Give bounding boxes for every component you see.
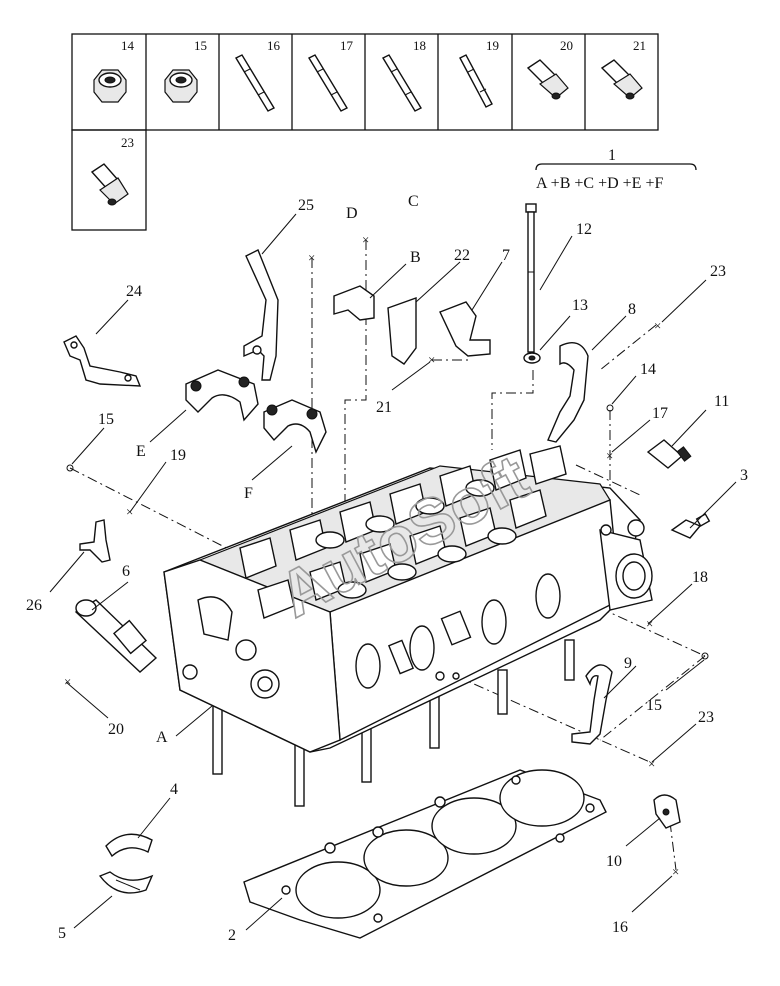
label-21: 21 — [376, 399, 392, 416]
label-19: 19 — [170, 447, 186, 464]
grid-label-21: 21 — [633, 38, 646, 53]
sensor-11 — [646, 439, 692, 469]
sensor-3 — [670, 513, 711, 539]
svg-text:×: × — [362, 232, 369, 247]
cylinder-head — [163, 445, 653, 807]
leader-lines — [49, 213, 737, 931]
label-14: 14 — [640, 361, 656, 378]
label-23b: 23 — [698, 709, 714, 726]
fastener-grid: 14 15 16 17 18 19 20 21 23 — [71, 33, 659, 231]
callout-labels: 12 25 D C B 22 7 24 13 8 23 14 15 17 11 … — [26, 193, 748, 944]
markers: × × × × × × × × × × — [64, 232, 709, 879]
svg-text:×: × — [606, 448, 613, 463]
label-4: 4 — [170, 781, 178, 798]
cam-cap-F — [263, 399, 327, 454]
grid-label-15: 15 — [194, 38, 207, 53]
grid-label-18: 18 — [413, 38, 426, 53]
oil-control-valve-6 — [74, 599, 158, 673]
label-F: F — [244, 485, 253, 502]
svg-text:×: × — [672, 864, 679, 879]
head-bolts — [212, 639, 575, 807]
stud-19-icon — [459, 54, 493, 108]
bearing-4 — [105, 833, 153, 858]
label-12: 12 — [576, 221, 592, 238]
label-13: 13 — [572, 297, 588, 314]
head-gasket — [243, 769, 607, 939]
label-B: B — [410, 249, 421, 266]
bracket-25 — [243, 249, 279, 381]
assembly-formula: 1 A +B +C +D +E +F — [535, 147, 697, 192]
nut-15-icon — [164, 69, 198, 103]
svg-text:×: × — [654, 318, 661, 333]
bracket-24 — [63, 335, 142, 387]
label-11: 11 — [714, 393, 729, 410]
label-24: 24 — [126, 283, 142, 300]
svg-text:×: × — [648, 756, 655, 771]
label-9: 9 — [624, 655, 632, 672]
grid-label-20: 20 — [560, 38, 573, 53]
bracket-9 — [571, 664, 613, 745]
part-B — [333, 285, 375, 321]
part-10 — [653, 794, 681, 829]
grid-label-19: 19 — [486, 38, 499, 53]
assembly-number: 1 — [608, 147, 616, 164]
screw-plug-23-icon — [90, 163, 129, 206]
stud-17-icon — [308, 54, 348, 112]
guide-lines — [69, 240, 706, 871]
label-18: 18 — [692, 569, 708, 586]
bearing-5 — [98, 871, 154, 894]
stud-16-icon — [235, 54, 275, 112]
svg-text:×: × — [64, 674, 71, 689]
label-5: 5 — [58, 925, 66, 942]
label-23a: 23 — [710, 263, 726, 280]
grid-label-17: 17 — [340, 38, 354, 53]
label-25: 25 — [298, 197, 314, 214]
label-20: 20 — [108, 721, 124, 738]
label-26: 26 — [26, 597, 42, 614]
grid-label-16: 16 — [267, 38, 281, 53]
label-A: A — [156, 729, 168, 746]
label-6: 6 — [122, 563, 130, 580]
label-22: 22 — [454, 247, 470, 264]
long-bolt-12 — [525, 203, 537, 353]
label-17: 17 — [652, 405, 668, 422]
assembly-formula-text: A +B +C +D +E +F — [536, 175, 663, 192]
label-8: 8 — [628, 301, 636, 318]
washer-13 — [523, 352, 541, 364]
label-E: E — [136, 443, 146, 460]
label-7: 7 — [502, 247, 510, 264]
svg-text:×: × — [308, 250, 315, 265]
label-15a: 15 — [98, 411, 114, 428]
screw-plug-21-icon — [600, 59, 643, 100]
svg-text:×: × — [646, 616, 653, 631]
label-C: C — [408, 193, 419, 210]
grid-label-14: 14 — [121, 38, 135, 53]
label-D: D — [346, 205, 358, 222]
label-15b: 15 — [646, 697, 662, 714]
screw-plug-20-icon — [526, 59, 569, 100]
part-22 — [387, 297, 417, 365]
cam-sensor-7 — [439, 301, 491, 357]
plug-14-icon — [93, 69, 127, 103]
svg-text:×: × — [126, 504, 133, 519]
stud-18-icon — [382, 54, 422, 112]
label-2: 2 — [228, 927, 236, 944]
label-3: 3 — [740, 467, 748, 484]
svg-text:×: × — [428, 352, 435, 367]
bracket-26 — [79, 519, 111, 563]
cam-cap-E — [185, 369, 259, 422]
label-10: 10 — [606, 853, 622, 870]
label-16: 16 — [612, 919, 628, 936]
grid-label-23: 23 — [121, 135, 134, 150]
hook-bracket-8 — [547, 342, 589, 443]
cam-journals — [239, 445, 567, 619]
